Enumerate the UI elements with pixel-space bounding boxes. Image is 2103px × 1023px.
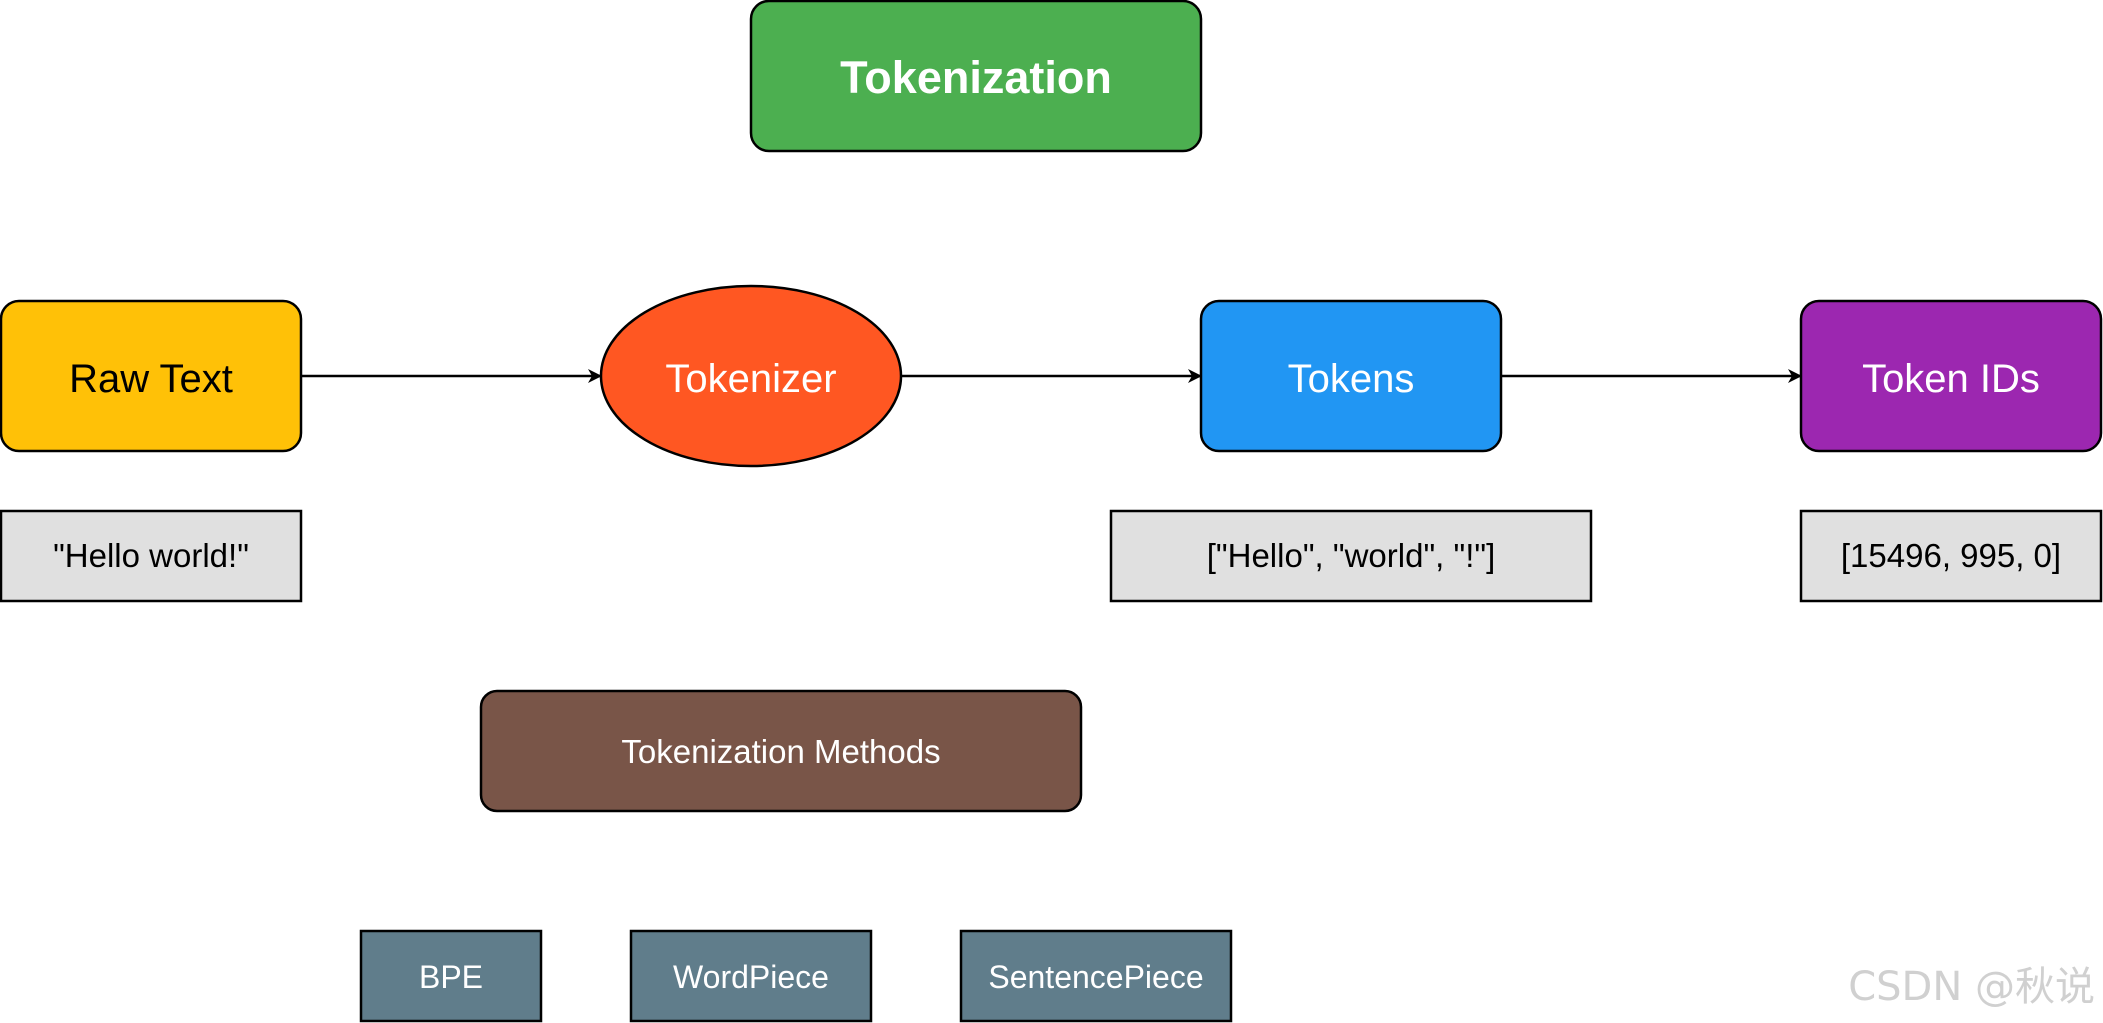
token-ids-example-label: [15496, 995, 0] <box>1841 537 2061 574</box>
raw-text-node: Raw Text <box>0 299 303 453</box>
raw-text-box <box>0 299 303 453</box>
raw-text-label: Raw Text <box>69 357 233 401</box>
tokens-example-label: ["Hello", "world", "!"] <box>1207 537 1496 574</box>
watermark: CSDN @秋说 <box>1848 964 2095 1010</box>
title-box <box>749 0 1203 153</box>
tokenizer-ellipse <box>599 284 903 468</box>
tokens-label: Tokens <box>1288 357 1415 401</box>
token-ids-node: Token IDs <box>1799 299 2103 453</box>
methods-header-label: Tokenization Methods <box>621 733 940 770</box>
method-sentencepiece-box <box>959 929 1233 1023</box>
methods-header-node: Tokenization Methods <box>479 689 1083 813</box>
method-wordpiece-box <box>629 929 873 1023</box>
method-bpe-label: BPE <box>419 959 483 995</box>
tokenizer-node: Tokenizer <box>599 284 903 468</box>
tokens-box <box>1199 299 1503 453</box>
method-sentencepiece-node: SentencePiece <box>959 929 1233 1023</box>
token-ids-box <box>1799 299 2103 453</box>
tokens-example-box <box>1109 509 1593 603</box>
methods-header-box <box>479 689 1083 813</box>
token-ids-example-box <box>1799 509 2103 603</box>
method-wordpiece-label: WordPiece <box>673 959 829 995</box>
token-ids-example-node: [15496, 995, 0] <box>1799 509 2103 603</box>
method-bpe-box <box>359 929 543 1023</box>
title-label: Tokenization <box>840 52 1112 103</box>
method-sentencepiece-label: SentencePiece <box>988 959 1203 995</box>
raw-text-example-label: "Hello world!" <box>53 537 249 574</box>
raw-text-example-node: "Hello world!" <box>0 509 303 603</box>
token-ids-label: Token IDs <box>1862 357 2040 401</box>
raw-text-example-box <box>0 509 303 603</box>
tokens-example-node: ["Hello", "world", "!"] <box>1109 509 1593 603</box>
method-bpe-node: BPE <box>359 929 543 1023</box>
tokens-node: Tokens <box>1199 299 1503 453</box>
title-node: Tokenization <box>749 0 1203 153</box>
tokenizer-label: Tokenizer <box>665 357 836 401</box>
method-wordpiece-node: WordPiece <box>629 929 873 1023</box>
